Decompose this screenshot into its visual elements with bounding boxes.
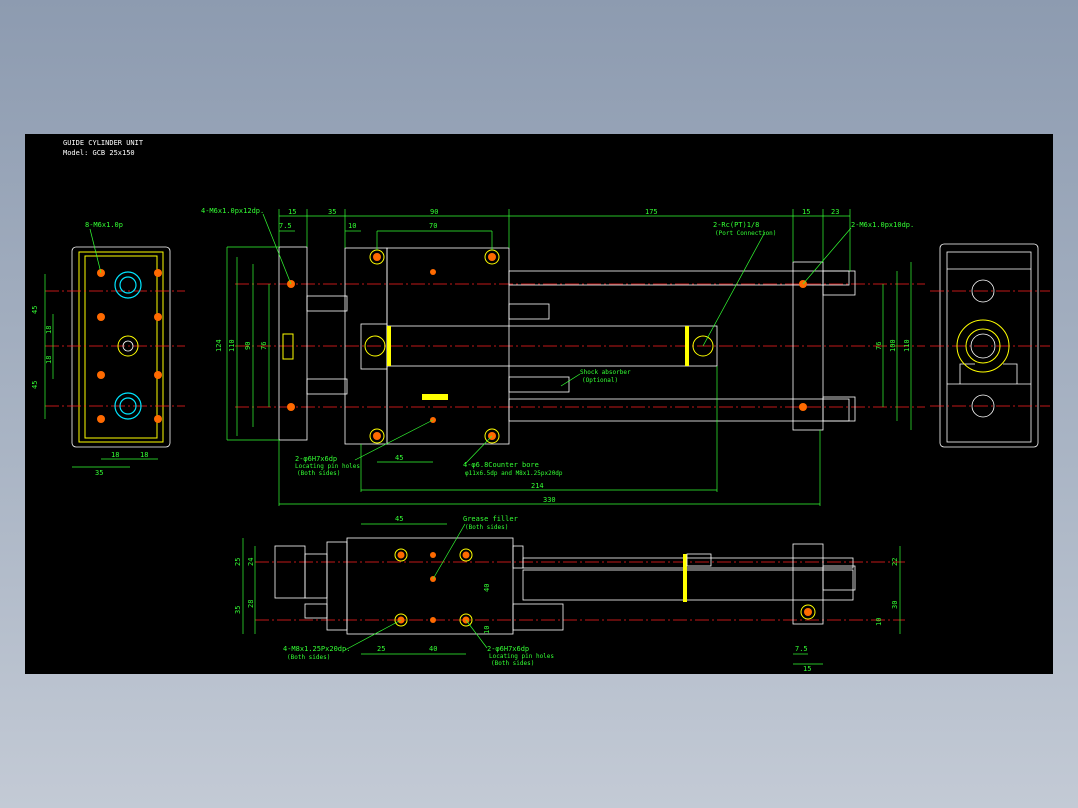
- side-dim-10: 10: [483, 626, 491, 634]
- top-note-shock-sub: (Optional): [582, 377, 618, 384]
- side-dim-28: 28: [247, 600, 255, 608]
- top-dim-45: 45: [395, 454, 403, 462]
- left-end-dim-18d: 18: [140, 451, 148, 459]
- top-dim-214: 214: [531, 482, 544, 490]
- side-dim-24: 24: [247, 558, 255, 566]
- side-view: 45 Grease filler (Both sides) 25 24 35 2…: [234, 515, 905, 673]
- side-note-pin-sub2: (Both sides): [491, 660, 534, 667]
- top-note-port: 2-Rc(PT)1/8: [713, 221, 759, 229]
- top-note-shock: Shock absorber: [580, 369, 631, 376]
- top-dim-15: 15: [288, 208, 296, 216]
- left-end-view: 8-M6x1.0p 45 18 18 45 35 18 18: [31, 221, 185, 477]
- top-dim-7-5: 7.5: [279, 222, 292, 230]
- top-dim-76r: 76: [875, 342, 883, 350]
- left-end-dim-18a: 18: [45, 326, 53, 334]
- top-note-tap-right: 2-M6x1.0px10dp.: [851, 221, 914, 229]
- top-dim-35: 35: [328, 208, 336, 216]
- top-dim-110: 110: [228, 339, 236, 352]
- side-dim-10b: 10: [875, 618, 883, 626]
- left-end-dim-35: 35: [95, 469, 103, 477]
- top-dim-90v: 90: [244, 342, 252, 350]
- side-note-tap-sub: (Both sides): [287, 654, 330, 661]
- top-dim-110r: 110: [903, 339, 911, 352]
- top-dim-70: 70: [429, 222, 437, 230]
- top-dim-15b: 15: [802, 208, 810, 216]
- side-dim-15: 15: [803, 665, 811, 673]
- side-dim-25: 25: [234, 558, 242, 566]
- top-view: 15 35 90 175 15 23 7.5 10 70 124 110 90 …: [201, 207, 925, 506]
- side-dim-40: 40: [483, 584, 491, 592]
- side-dim-40b: 40: [429, 645, 437, 653]
- side-note-grease-sub: (Both sides): [465, 524, 508, 531]
- drawing-sheet: GUIDE CYLINDER UNIT Model: GCB 25x150 8-…: [25, 134, 1053, 674]
- side-dim-25b: 25: [377, 645, 385, 653]
- side-note-grease: Grease filler: [463, 515, 518, 523]
- top-dim-23: 23: [831, 208, 839, 216]
- right-end-view: [930, 243, 1050, 448]
- title-line-2: Model: GCB 25x150: [63, 149, 135, 157]
- top-note-port-sub: (Port Connection): [715, 230, 776, 237]
- side-dim-22: 22: [891, 558, 899, 566]
- left-end-dim-45a: 45: [31, 306, 39, 314]
- top-note-tap-left: 4-M6x1.0px12dp.: [201, 207, 264, 215]
- top-note-pin: 2-φ6H7x6dp: [295, 455, 337, 463]
- top-note-bore: 4-φ6.8Counter bore: [463, 461, 539, 469]
- top-dim-90: 90: [430, 208, 438, 216]
- side-dim-45: 45: [395, 515, 403, 523]
- top-dim-175: 175: [645, 208, 658, 216]
- top-dim-10: 10: [348, 222, 356, 230]
- left-end-dim-45b: 45: [31, 381, 39, 389]
- title-line-1: GUIDE CYLINDER UNIT: [63, 139, 144, 147]
- cad-drawing: GUIDE CYLINDER UNIT Model: GCB 25x150 8-…: [31, 139, 1050, 673]
- left-end-dim-18b: 18: [45, 356, 53, 364]
- top-dim-124: 124: [215, 339, 223, 352]
- top-note-pin-sub2: (Both sides): [297, 470, 340, 477]
- top-dim-100r: 100: [889, 339, 897, 352]
- side-note-pin: 2-φ6H7x6dp: [487, 645, 529, 653]
- top-dim-76: 76: [260, 342, 268, 350]
- left-end-tap-note: 8-M6x1.0p: [85, 221, 123, 229]
- side-note-tap: 4-M8x1.25Px20dp.: [283, 645, 350, 653]
- left-end-dim-18c: 18: [111, 451, 119, 459]
- side-note-pin-sub1: Locating pin holes: [489, 653, 554, 660]
- top-dim-330: 330: [543, 496, 556, 504]
- side-dim-30: 30: [891, 601, 899, 609]
- side-dim-35: 35: [234, 606, 242, 614]
- side-dim-7-5: 7.5: [795, 645, 808, 653]
- top-note-bore-sub: φ11x6.5dp and M8x1.25px20dp: [465, 470, 563, 477]
- top-note-pin-sub1: Locating pin holes: [295, 463, 360, 470]
